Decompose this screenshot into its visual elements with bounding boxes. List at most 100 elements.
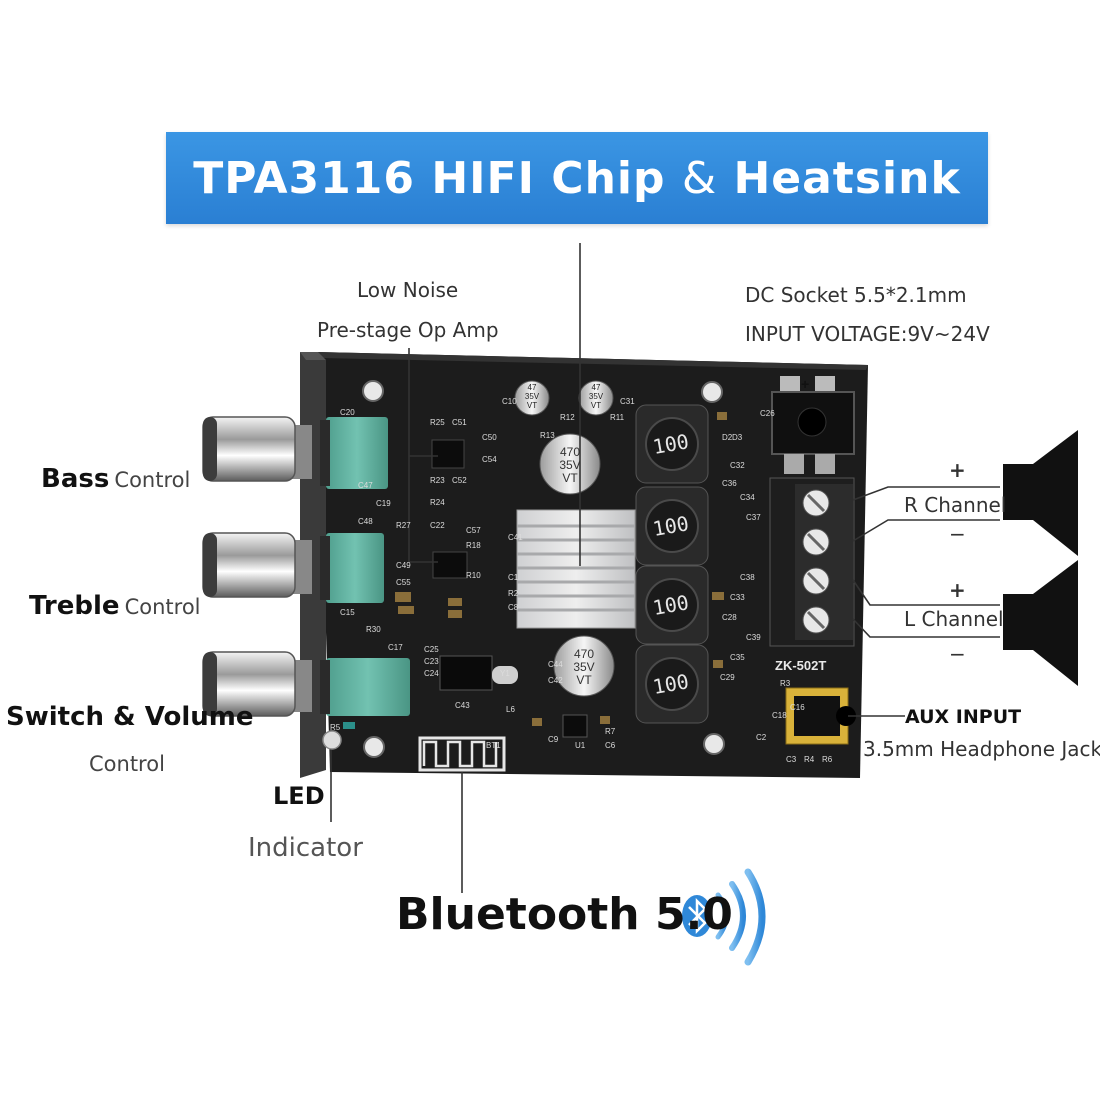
component-label: R25 — [430, 418, 445, 427]
component-label: D2 — [722, 433, 733, 442]
bluetooth-antenna — [418, 736, 506, 772]
volume-knob — [202, 651, 312, 717]
component-label: C25 — [424, 645, 439, 654]
component-label: C57 — [466, 526, 481, 535]
treble-label-bold: Treble — [29, 591, 120, 621]
led-label-rest: Indicator — [248, 833, 363, 863]
led-label-bold: LED — [273, 782, 325, 810]
bass-label-bold: Bass — [41, 464, 110, 494]
component-label: R2 — [508, 589, 519, 598]
cap-mark: 47 — [592, 383, 601, 392]
speaker-terminal-block — [769, 477, 855, 647]
mounting-holes — [362, 380, 725, 758]
cap-mark: VT — [576, 673, 592, 687]
capacitor-47uf-left — [514, 380, 550, 416]
r-channel-minus: − — [949, 522, 966, 546]
cap-mark: 470 — [560, 445, 580, 459]
callout-lines — [330, 243, 1000, 893]
dc-power-socket — [771, 376, 855, 474]
component-label: C22 — [430, 521, 445, 530]
cap-mark: 35V — [559, 458, 580, 472]
switch-label-rest: Control — [89, 752, 165, 776]
component-label: R6 — [822, 755, 833, 764]
capacitor-47uf-right — [578, 380, 614, 416]
bluetooth-label: Bluetooth 5.0 — [396, 889, 733, 940]
component-label: C26 — [760, 409, 775, 418]
component-label: C41 — [508, 533, 523, 542]
component-label: C20 — [340, 408, 355, 417]
component-label: D3 — [732, 433, 743, 442]
speaker-icon-left — [1003, 560, 1078, 686]
component-label: C10 — [502, 397, 517, 406]
treble-control-label: Treble Control — [29, 591, 201, 621]
cap-mark: VT — [591, 401, 601, 410]
component-label: R12 — [560, 413, 575, 422]
treble-label-rest: Control — [124, 595, 201, 619]
component-label: U1 — [575, 741, 586, 750]
component-label: R23 — [430, 476, 445, 485]
inductors — [635, 404, 709, 724]
pot-volume — [320, 658, 410, 716]
switch-label-bold: Switch & Volume — [6, 702, 254, 732]
component-label: R18 — [466, 541, 481, 550]
component-label: C8 — [508, 603, 519, 612]
bluetooth-icon — [682, 868, 766, 966]
component-label: C34 — [740, 493, 755, 502]
aux-jack — [785, 687, 856, 745]
capacitor-470uf-bottom — [553, 635, 615, 697]
pot-treble — [320, 533, 384, 603]
banner-title-heatsink: Heatsink — [733, 152, 961, 204]
component-label: R4 — [804, 755, 815, 764]
l-channel-label: L Channel — [904, 607, 1004, 631]
component-label: C55 — [396, 578, 411, 587]
smd-components — [395, 412, 727, 726]
component-label: C50 — [482, 433, 497, 442]
component-label: C23 — [424, 657, 439, 666]
component-label: BT1 — [486, 741, 501, 750]
component-label: C24 — [424, 669, 439, 678]
component-label: Y1 — [500, 669, 510, 678]
component-label: C43 — [455, 701, 470, 710]
component-label: C49 — [396, 561, 411, 570]
led-indicator — [322, 722, 355, 750]
cap-mark: 35V — [589, 392, 604, 401]
title-banner: TPA3116 HIFI Chip & Heatsink — [166, 132, 988, 224]
component-label: C28 — [722, 613, 737, 622]
heatsink — [516, 509, 636, 629]
capacitor-470uf-top — [539, 433, 601, 495]
component-label: C19 — [376, 499, 391, 508]
dc-socket-label: DC Socket 5.5*2.1mm — [745, 283, 967, 307]
component-label: R13 — [540, 431, 555, 440]
component-label: C9 — [548, 735, 559, 744]
op-amp-label-line1: Low Noise — [357, 278, 459, 302]
component-label: C17 — [388, 643, 403, 652]
op-amp-label-line2: Pre-stage Op Amp — [317, 318, 499, 342]
l-channel-plus: + — [949, 578, 966, 602]
component-label: C6 — [605, 741, 616, 750]
component-label: C36 — [722, 479, 737, 488]
component-label: C47 — [358, 481, 373, 490]
component-label: C32 — [730, 461, 745, 470]
component-label: R24 — [430, 498, 445, 507]
cap-mark: 35V — [525, 392, 540, 401]
aux-input-label: AUX INPUT — [905, 706, 1022, 728]
cap-marks-large: 470 35V VT 470 35V VT — [559, 445, 594, 687]
banner-title: TPA3116 HIFI Chip & Heatsink — [193, 153, 960, 204]
component-label: C37 — [746, 513, 761, 522]
component-label: R10 — [466, 571, 481, 580]
component-label: C42 — [548, 676, 563, 685]
component-label: C51 — [452, 418, 467, 427]
headphone-jack-label: 3.5mm Headphone Jack — [863, 737, 1100, 761]
cap-mark: 470 — [574, 647, 594, 661]
component-label: L6 — [506, 705, 515, 714]
component-label: R11 — [610, 413, 625, 422]
component-label: C54 — [482, 455, 497, 464]
banner-title-chip: TPA3116 HIFI Chip — [193, 152, 666, 204]
cap-mark: 35V — [573, 660, 594, 674]
cap-mark: VT — [562, 471, 578, 485]
cap-marks: 47 35V VT 47 35V VT — [525, 383, 604, 410]
bass-label-rest: Control — [114, 468, 191, 492]
component-label: C35 — [730, 653, 745, 662]
